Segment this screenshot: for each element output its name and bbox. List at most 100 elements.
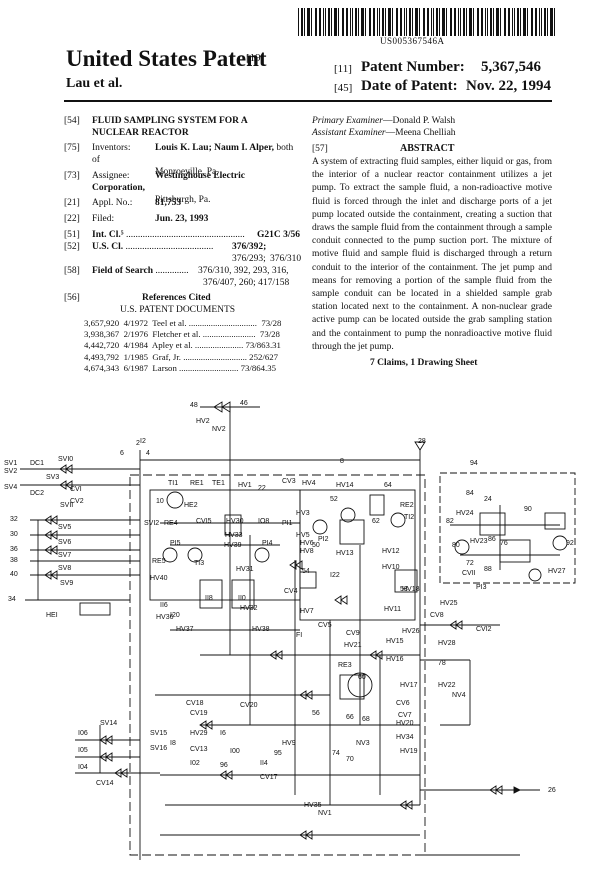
- drawing-label: PI2: [318, 536, 329, 543]
- drawing-label: HV2: [196, 418, 210, 425]
- drawing-label: HV26: [402, 628, 420, 635]
- drawing-label: HV24: [456, 510, 474, 517]
- drawing-label: CVI2: [476, 626, 492, 633]
- drawing-label: 48: [190, 402, 198, 409]
- drawing-label: I00: [230, 748, 240, 755]
- drawing-label: 84: [466, 490, 474, 497]
- drawing-label: TI3: [194, 560, 204, 567]
- drawing-label: II6: [160, 602, 168, 609]
- drawing-label: 50: [312, 542, 320, 549]
- drawing-label: SVI2: [144, 520, 159, 527]
- patent-number-label: Patent Number:: [361, 59, 465, 75]
- drawing-label: HV21: [344, 642, 362, 649]
- drawing-label: HV17: [400, 682, 418, 689]
- drawing-label: HV32: [240, 605, 258, 612]
- drawing-label: HV5: [296, 532, 310, 539]
- primary-examiner: Primary Examiner—Donald P. Walsh: [312, 116, 456, 126]
- drawing-label: 82: [446, 518, 454, 525]
- authors: Lau et al.: [66, 76, 123, 91]
- drawing-label: I8: [170, 740, 176, 747]
- drawing-label: PI5: [170, 540, 181, 547]
- drawing-label: HE2: [184, 502, 198, 509]
- drawing-label: 88: [484, 566, 492, 573]
- references-title: References Cited: [142, 293, 211, 303]
- drawing-label: HV38: [252, 626, 270, 633]
- drawing-label: 96: [220, 762, 228, 769]
- drawing-label: HV4: [302, 480, 316, 487]
- drawing-label: 72: [466, 560, 474, 567]
- drawing-label: HV16: [386, 656, 404, 663]
- drawing-label: HV18: [402, 586, 420, 593]
- inventors: Inventors:Louis K. Lau; Naum I. Alper, b…: [92, 143, 294, 177]
- drawing-label: I6: [220, 730, 226, 737]
- international-class: Int. Cl.⁵ ..............................…: [92, 230, 245, 240]
- uscl-code: [52]: [64, 242, 80, 252]
- application-number: Appl. No.:81,753: [92, 198, 182, 208]
- drawing-label: HV39: [224, 542, 242, 549]
- drawing-label: DC2: [30, 490, 44, 497]
- drawing-label: HV34: [396, 734, 414, 741]
- drawing-label: HEI: [46, 612, 58, 619]
- drawing-label: 6: [120, 450, 124, 457]
- drawing-label: SV3: [46, 474, 59, 481]
- country-code: [19]: [246, 52, 265, 64]
- drawing-label: 70: [346, 756, 354, 763]
- drawing-label: CV5: [318, 622, 332, 629]
- field-of-search-line2: 376/407, 260; 417/158: [203, 278, 290, 288]
- drawing-label: NV1: [318, 810, 332, 817]
- inventors-code: [75]: [64, 143, 80, 153]
- drawing-label: HV40: [150, 575, 168, 582]
- drawing-label: HV28: [438, 640, 456, 647]
- drawing-label: HV30: [226, 518, 244, 525]
- reference-row: 4,442,720 4/1984 Apley et al. ..........…: [84, 340, 281, 351]
- international-class-value: G21C 3/56: [255, 229, 301, 241]
- references-subtitle: U.S. PATENT DOCUMENTS: [120, 305, 236, 315]
- drawing-label: TI2: [404, 514, 414, 521]
- drawing-label: HV27: [548, 568, 566, 575]
- assignee-code: [73]: [64, 171, 80, 181]
- drawing-label: I02: [190, 760, 200, 767]
- drawing-label: HV3: [296, 510, 310, 517]
- header-rule: [64, 100, 552, 102]
- filed-date: Filed:Jun. 23, 1993: [92, 214, 209, 224]
- appl-code: [21]: [64, 198, 80, 208]
- drawing-label: SV7: [58, 552, 71, 559]
- us-class-line2: 376/310: [270, 254, 302, 264]
- drawing-label: DC1: [30, 460, 44, 467]
- drawing-label: II0: [238, 595, 246, 602]
- grab-station-boundary: [439, 472, 576, 584]
- drawing-label: CV20: [240, 702, 258, 709]
- drawing-label: 38: [10, 557, 18, 564]
- drawing-label: CV7: [398, 712, 412, 719]
- containment-boundary: [129, 474, 426, 856]
- drawing-label: PI1: [282, 520, 293, 527]
- drawing-label: SV8: [58, 565, 71, 572]
- country-title: United States Patent: [66, 46, 267, 71]
- reference-row: 3,657,920 4/1972 Teel et al. ...........…: [84, 318, 282, 328]
- filed-code: [22]: [64, 214, 80, 224]
- drawing-label: HV20: [396, 720, 414, 727]
- drawing-label: SV9: [60, 580, 73, 587]
- drawing-label: HV37: [176, 626, 194, 633]
- drawing-label: HV9: [282, 740, 296, 747]
- drawing-label: CV4: [284, 588, 298, 595]
- patent-number-code: [11]: [334, 63, 352, 75]
- drawing-label: PI3: [476, 584, 487, 591]
- drawing-label: CV19: [190, 710, 208, 717]
- drawing-label: CVI: [70, 486, 82, 493]
- drawing-label: CV17: [260, 774, 278, 781]
- drawing-label: 46: [240, 400, 248, 407]
- drawing-label: HV6: [300, 540, 314, 547]
- drawing-label: 76: [500, 540, 508, 547]
- drawing-label: HV14: [336, 482, 354, 489]
- drawing-label: 30: [10, 531, 18, 538]
- drawing-label: I20: [170, 612, 180, 619]
- drawing-label: 90: [524, 506, 532, 513]
- drawing-label: HV31: [236, 566, 254, 573]
- drawing-label: RE1: [190, 480, 204, 487]
- drawing-label: TI1: [168, 480, 178, 487]
- drawing-label: HV7: [300, 608, 314, 615]
- drawing-label: 2: [136, 440, 140, 447]
- drawing-label: SV1: [4, 460, 17, 467]
- drawing-label: NV2: [212, 426, 226, 433]
